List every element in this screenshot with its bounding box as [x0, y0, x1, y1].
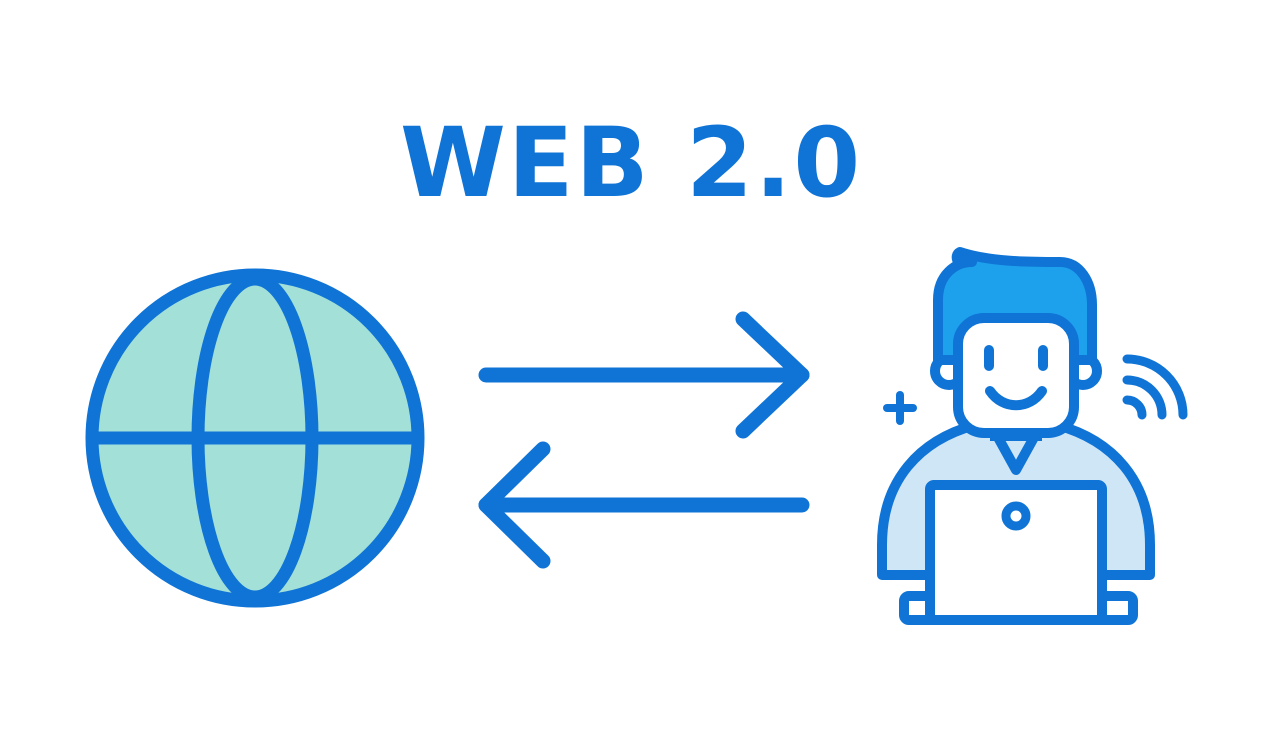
- wifi-signal-icon: [1122, 354, 1188, 420]
- arrow-left-icon: [478, 441, 810, 569]
- laptop-logo: [1001, 501, 1031, 531]
- arrow-right-icon: [478, 311, 810, 439]
- person-collar: [990, 427, 1042, 475]
- laptop: [925, 480, 1107, 625]
- person-face: [953, 313, 1079, 438]
- person-with-laptop-icon: [877, 247, 1155, 625]
- plus-icon: [883, 391, 917, 425]
- page-title: WEB 2.0: [400, 107, 863, 219]
- person-smile: [985, 386, 1047, 411]
- globe-icon: [85, 268, 425, 608]
